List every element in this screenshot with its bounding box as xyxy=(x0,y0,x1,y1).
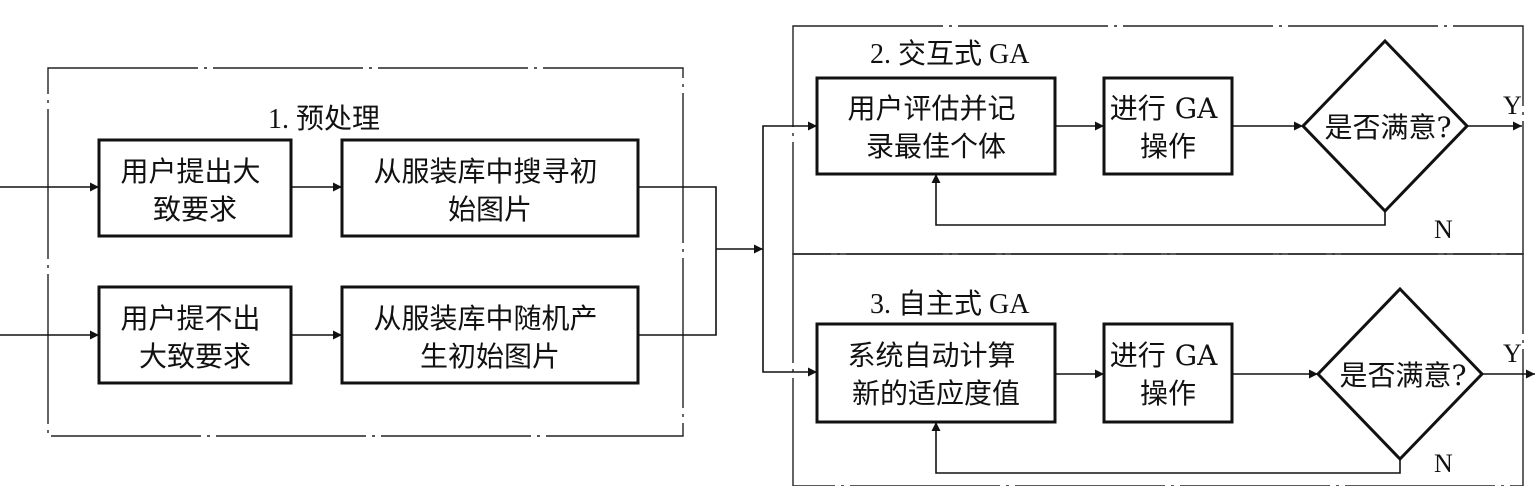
preprocess-panel xyxy=(47,67,684,437)
no-label-autonomous: N xyxy=(1434,449,1453,478)
merge-line-bottom xyxy=(638,249,717,336)
ga-operation-interactive-label: 进行 GA 操作 xyxy=(1110,92,1226,163)
satisfied-interactive-label: 是否满意? xyxy=(1324,111,1451,144)
user-evaluate-box xyxy=(815,76,1057,176)
loop-no-autonomous xyxy=(931,422,1401,474)
autonomous-ga-title: 3. 自主式 GA xyxy=(870,288,1030,320)
system-compute-label: 系统自动计算 新的适应度值 xyxy=(848,339,1025,410)
ga-operation-autonomous-label: 进行 GA 操作 xyxy=(1110,339,1226,410)
user-cannot-propose-box xyxy=(97,285,293,385)
loop-no-interactive xyxy=(931,174,1386,226)
random-generate-label: 从服装库中随机产 生初始图片 xyxy=(374,302,607,373)
search-library-label: 从服装库中搜寻初 始图片 xyxy=(374,155,607,226)
random-generate-box xyxy=(340,285,640,385)
user-proposes-label: 用户提出大 致要求 xyxy=(121,155,270,226)
split-line-to-interactive xyxy=(762,121,817,249)
split-line-to-autonomous xyxy=(762,249,817,377)
preprocess-title: 1. 预处理 xyxy=(268,103,380,135)
autonomous-ga-panel xyxy=(792,253,1524,486)
ga-operation-autonomous-box xyxy=(1102,322,1234,424)
system-compute-box xyxy=(815,322,1057,424)
no-label-interactive: N xyxy=(1434,215,1453,244)
user-evaluate-label: 用户评估并记 录最佳个体 xyxy=(848,92,1025,163)
user-proposes-box xyxy=(97,138,293,238)
merge-line-top xyxy=(638,186,717,249)
interactive-ga-title: 2. 交互式 GA xyxy=(870,38,1030,70)
satisfied-autonomous-label: 是否满意? xyxy=(1339,359,1466,392)
yes-label-autonomous: Y xyxy=(1503,339,1522,368)
user-cannot-propose-label: 用户提不出 大致要求 xyxy=(121,302,270,373)
search-library-box xyxy=(340,138,640,238)
yes-label-interactive: Y xyxy=(1503,91,1522,120)
